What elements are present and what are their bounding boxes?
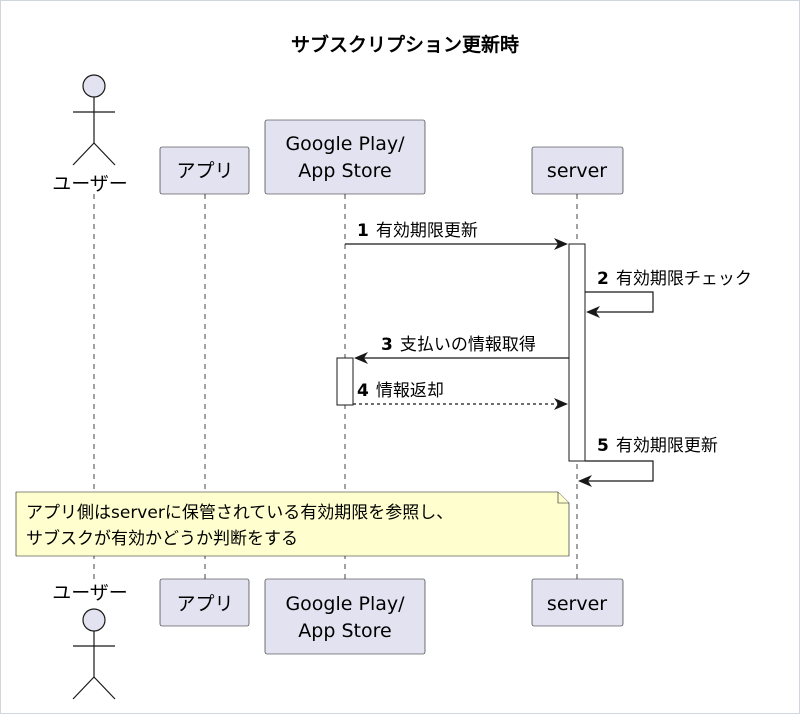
activation-store <box>336 357 354 406</box>
arrow-head-icon <box>554 238 568 250</box>
arrow-head-icon <box>578 475 592 487</box>
actor-user-top: ユーザー <box>52 74 128 195</box>
participant-label-store-line1: Google Play/ <box>285 133 405 155</box>
participant-label-server: server <box>547 593 607 615</box>
arrow-head-icon <box>586 306 600 318</box>
actor-head-icon <box>82 608 106 632</box>
arrow-head-icon <box>554 398 568 410</box>
participant-label-store-line2: App Store <box>298 160 391 182</box>
participant-app-top: アプリ <box>159 146 250 195</box>
participant-app-bottom: アプリ <box>159 578 250 627</box>
participant-label-store-line2: App Store <box>298 620 391 642</box>
note-line-1: アプリ側はserverに保管されている有効期限を参照し、 <box>26 503 453 523</box>
activation-server <box>568 243 586 462</box>
participant-label-user: ユーザー <box>52 173 128 195</box>
participant-server-bottom: server <box>531 578 624 627</box>
participant-store-bottom: Google Play/ App Store <box>264 578 426 655</box>
participant-server-top: server <box>531 146 624 195</box>
actor-user-bottom: ユーザー <box>52 582 128 700</box>
participant-label-store-line1: Google Play/ <box>285 593 405 615</box>
participant-label-app: アプリ <box>176 593 233 615</box>
participant-label-user: ユーザー <box>52 582 128 604</box>
actor-head-icon <box>82 74 106 98</box>
note-line-2: サブスクが有効かどうか判断をする <box>26 528 298 549</box>
participant-label-server: server <box>547 160 607 182</box>
diagram-title: サブスクリプション更新時 <box>291 33 519 56</box>
arrow-head-icon <box>354 352 368 364</box>
participant-store-top: Google Play/ App Store <box>264 119 426 195</box>
note: アプリ側はserverに保管されている有効期限を参照し、 サブスクが有効かどうか… <box>15 491 570 557</box>
participant-label-app: アプリ <box>176 160 233 182</box>
